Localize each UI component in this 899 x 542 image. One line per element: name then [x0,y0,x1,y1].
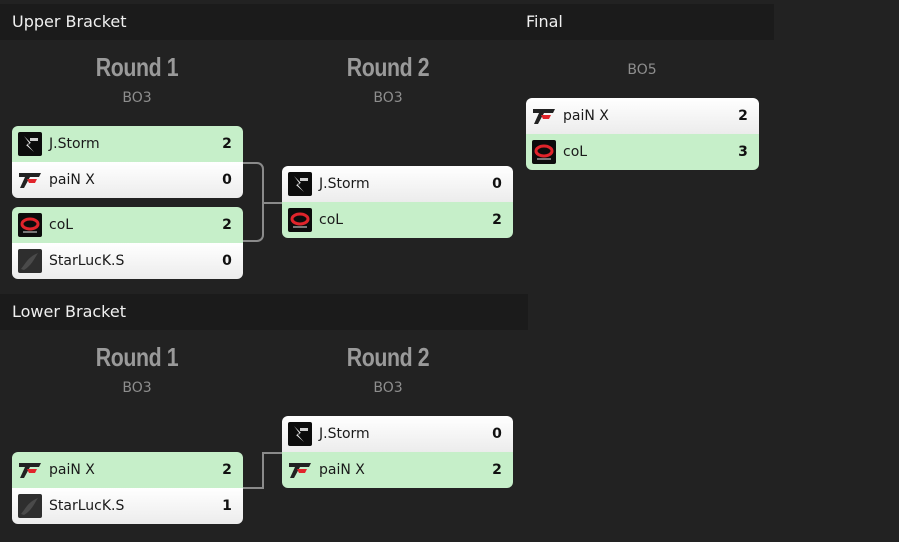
team-name: J.Storm [319,426,370,442]
lower-r2-match[interactable]: J.Storm 0 paiN X 2 [282,416,513,488]
upper-bracket-connector [243,162,264,242]
team-row[interactable]: paiN X 0 [12,162,243,198]
lower-round2-format: BO3 [373,380,403,396]
complexity-logo-icon [532,140,556,164]
team-name: paiN X [49,172,95,188]
pain-x-logo-icon [532,104,556,128]
team-score: 1 [222,498,232,514]
final-format: BO5 [627,62,657,78]
upper-r2-match[interactable]: J.Storm 0 coL 2 [282,166,513,238]
pain-x-logo-icon [288,458,312,482]
team-row[interactable]: coL 3 [526,134,759,170]
upper-bracket-header: Upper Bracket [0,4,516,40]
jstorm-logo-icon [288,422,312,446]
team-score: 2 [492,462,502,478]
team-name: paiN X [563,108,609,124]
team-score: 2 [492,212,502,228]
complexity-logo-icon [18,213,42,237]
team-row[interactable]: J.Storm 0 [282,166,513,202]
team-name: coL [319,212,344,228]
pain-x-logo-icon [18,168,42,192]
starluck-logo-icon [18,494,42,518]
upper-r1-match-2[interactable]: coL 2 StarLucK.S 0 [12,207,243,279]
upper-round1-format: BO3 [122,90,152,106]
final-header: Final [514,4,774,40]
team-row[interactable]: StarLucK.S 0 [12,243,243,279]
lower-bracket-connector-a [243,487,263,489]
upper-r1-match-1[interactable]: J.Storm 2 paiN X 0 [12,126,243,198]
team-row[interactable]: paiN X 2 [282,452,513,488]
team-score: 2 [222,136,232,152]
team-name: J.Storm [319,176,370,192]
team-row[interactable]: paiN X 2 [12,452,243,488]
team-name: coL [49,217,74,233]
team-row[interactable]: StarLucK.S 1 [12,488,243,524]
pain-x-logo-icon [18,458,42,482]
team-score: 2 [222,462,232,478]
team-name: paiN X [49,462,95,478]
team-name: StarLucK.S [49,498,125,514]
team-score: 2 [222,217,232,233]
team-row[interactable]: coL 2 [12,207,243,243]
upper-round2-format: BO3 [373,90,403,106]
lower-round1-format: BO3 [122,380,152,396]
lower-bracket-connector-b [262,452,264,489]
team-row[interactable]: J.Storm 2 [12,126,243,162]
lower-r1-match[interactable]: paiN X 2 StarLucK.S 1 [12,452,243,524]
team-score: 0 [222,172,232,188]
jstorm-logo-icon [288,172,312,196]
lower-round1-title: Round 1 [95,342,179,372]
team-score: 3 [738,144,748,160]
team-score: 0 [492,426,502,442]
lower-round2-title: Round 2 [346,342,430,372]
starluck-logo-icon [18,249,42,273]
team-name: StarLucK.S [49,253,125,269]
team-name: coL [563,144,588,160]
team-score: 0 [492,176,502,192]
team-row[interactable]: J.Storm 0 [282,416,513,452]
complexity-logo-icon [288,208,312,232]
team-score: 2 [738,108,748,124]
team-score: 0 [222,253,232,269]
team-name: J.Storm [49,136,100,152]
lower-bracket-connector-c [262,452,283,454]
team-name: paiN X [319,462,365,478]
upper-round2-title: Round 2 [346,52,430,82]
final-match[interactable]: paiN X 2 coL 3 [526,98,759,170]
team-row[interactable]: paiN X 2 [526,98,759,134]
lower-bracket-header: Lower Bracket [0,294,528,330]
team-row[interactable]: coL 2 [282,202,513,238]
upper-round1-title: Round 1 [95,52,179,82]
upper-bracket-connector-out [262,202,283,204]
jstorm-logo-icon [18,132,42,156]
